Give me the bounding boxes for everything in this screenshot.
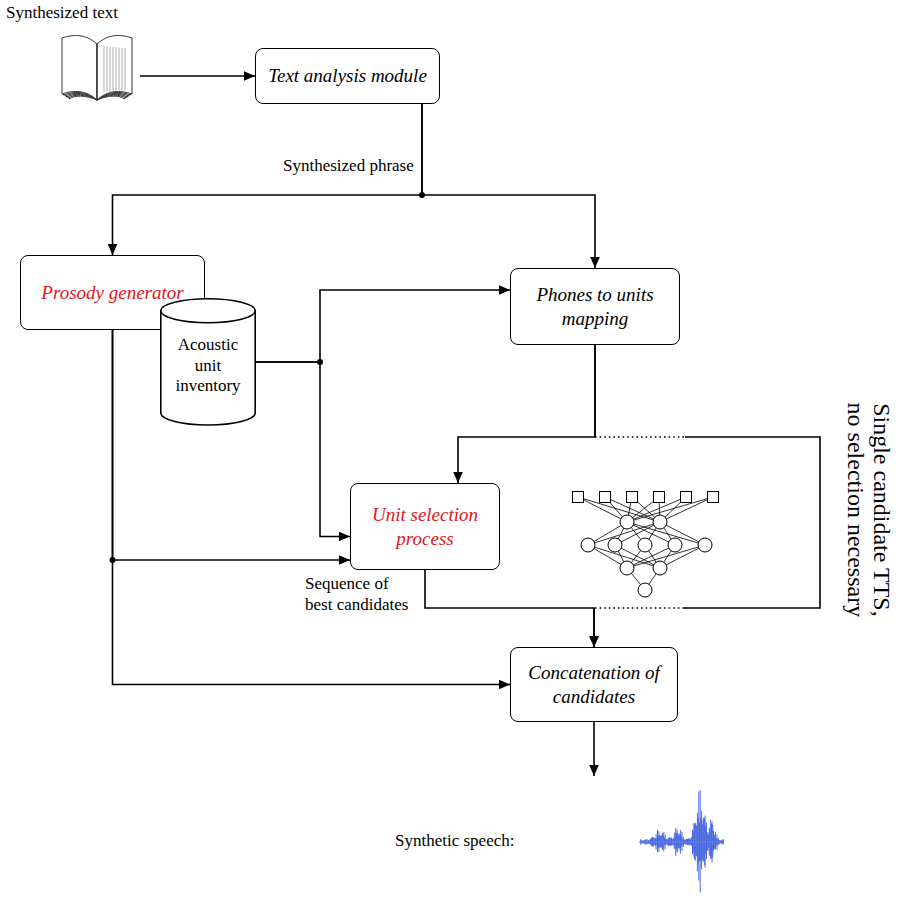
net-link xyxy=(578,497,660,522)
edge-label: Sequence of best candidates xyxy=(305,573,413,616)
line-segment xyxy=(422,104,595,268)
line-segment xyxy=(458,345,595,483)
net-neuron xyxy=(653,561,667,575)
process-box: Concatenation of candidates xyxy=(510,647,678,722)
node-text: Text analysis module xyxy=(268,64,427,87)
net-neuron xyxy=(668,538,682,552)
flow-arrow xyxy=(594,345,820,647)
net-input xyxy=(573,492,584,503)
process-box: Unit selection process xyxy=(350,483,500,570)
page-edge xyxy=(107,46,108,91)
flow-arrow xyxy=(458,345,595,483)
node-text: Concatenation of candidates xyxy=(517,661,671,707)
net-input xyxy=(708,492,719,503)
book-caption: Synthesized text xyxy=(6,3,118,23)
line-segment xyxy=(113,104,423,255)
flow-arrow xyxy=(425,570,594,647)
book-page xyxy=(97,36,132,100)
waveform xyxy=(640,790,724,892)
output-label: Synthetic speech: xyxy=(395,831,514,851)
page-edge xyxy=(116,47,117,91)
phrase-label: Synthesized phrase xyxy=(283,156,414,176)
line-segment xyxy=(256,290,510,362)
page-edge xyxy=(122,48,123,90)
neural-network-icon xyxy=(573,492,719,598)
edge-label: Single candidate TTS, no selection neces… xyxy=(842,396,894,624)
connectors xyxy=(113,104,821,685)
output-arrow xyxy=(593,722,595,776)
line-segment xyxy=(425,570,594,647)
node-text: Unit selection process xyxy=(357,503,493,549)
net-input xyxy=(600,492,611,503)
line-segment xyxy=(684,437,820,608)
net-neuron xyxy=(620,561,634,575)
junction-dot xyxy=(317,359,323,365)
waveform-axis xyxy=(640,842,724,843)
page-edge xyxy=(104,46,105,92)
node-text: Phones to units mapping xyxy=(517,283,673,329)
line-segment xyxy=(256,362,350,537)
node-text: Acoustic unit inventory xyxy=(166,335,250,397)
net-neuron xyxy=(638,538,652,552)
flow-arrow xyxy=(422,104,595,268)
net-input xyxy=(627,492,638,503)
speech-waveform xyxy=(640,790,723,892)
flow-arrow xyxy=(256,290,510,362)
net-neuron xyxy=(581,538,595,552)
book-icon xyxy=(62,36,132,100)
input-arrow xyxy=(140,75,255,77)
flow-arrow xyxy=(113,104,423,255)
net-neuron xyxy=(638,583,652,597)
line-segment xyxy=(593,608,595,647)
net-input xyxy=(654,492,665,503)
flow-arrow xyxy=(256,362,350,537)
cylinder-top xyxy=(161,299,255,323)
net-link xyxy=(660,545,705,568)
net-neuron xyxy=(608,538,622,552)
database-cylinder: Acoustic unit inventory xyxy=(160,298,256,426)
book-page xyxy=(62,36,97,100)
net-input xyxy=(681,492,692,503)
page-edge xyxy=(110,47,111,92)
page-edge xyxy=(125,48,126,90)
line-segment xyxy=(594,345,596,437)
net-link xyxy=(660,522,705,545)
net-neuron xyxy=(620,515,634,529)
book-spine xyxy=(96,44,97,100)
junction-dot xyxy=(419,192,425,198)
cylinder-body xyxy=(161,310,255,425)
page-edge xyxy=(113,47,114,91)
dotted-segment xyxy=(594,607,684,609)
junction-dot xyxy=(110,557,116,563)
dotted-segment xyxy=(595,436,685,438)
net-neuron xyxy=(653,515,667,529)
page-edge xyxy=(119,48,120,91)
node-text: Prosody generator xyxy=(41,281,183,304)
net-neuron xyxy=(698,538,712,552)
net-link xyxy=(627,497,713,522)
process-box: Phones to units mapping xyxy=(510,268,680,345)
process-box: Text analysis module xyxy=(255,48,440,104)
